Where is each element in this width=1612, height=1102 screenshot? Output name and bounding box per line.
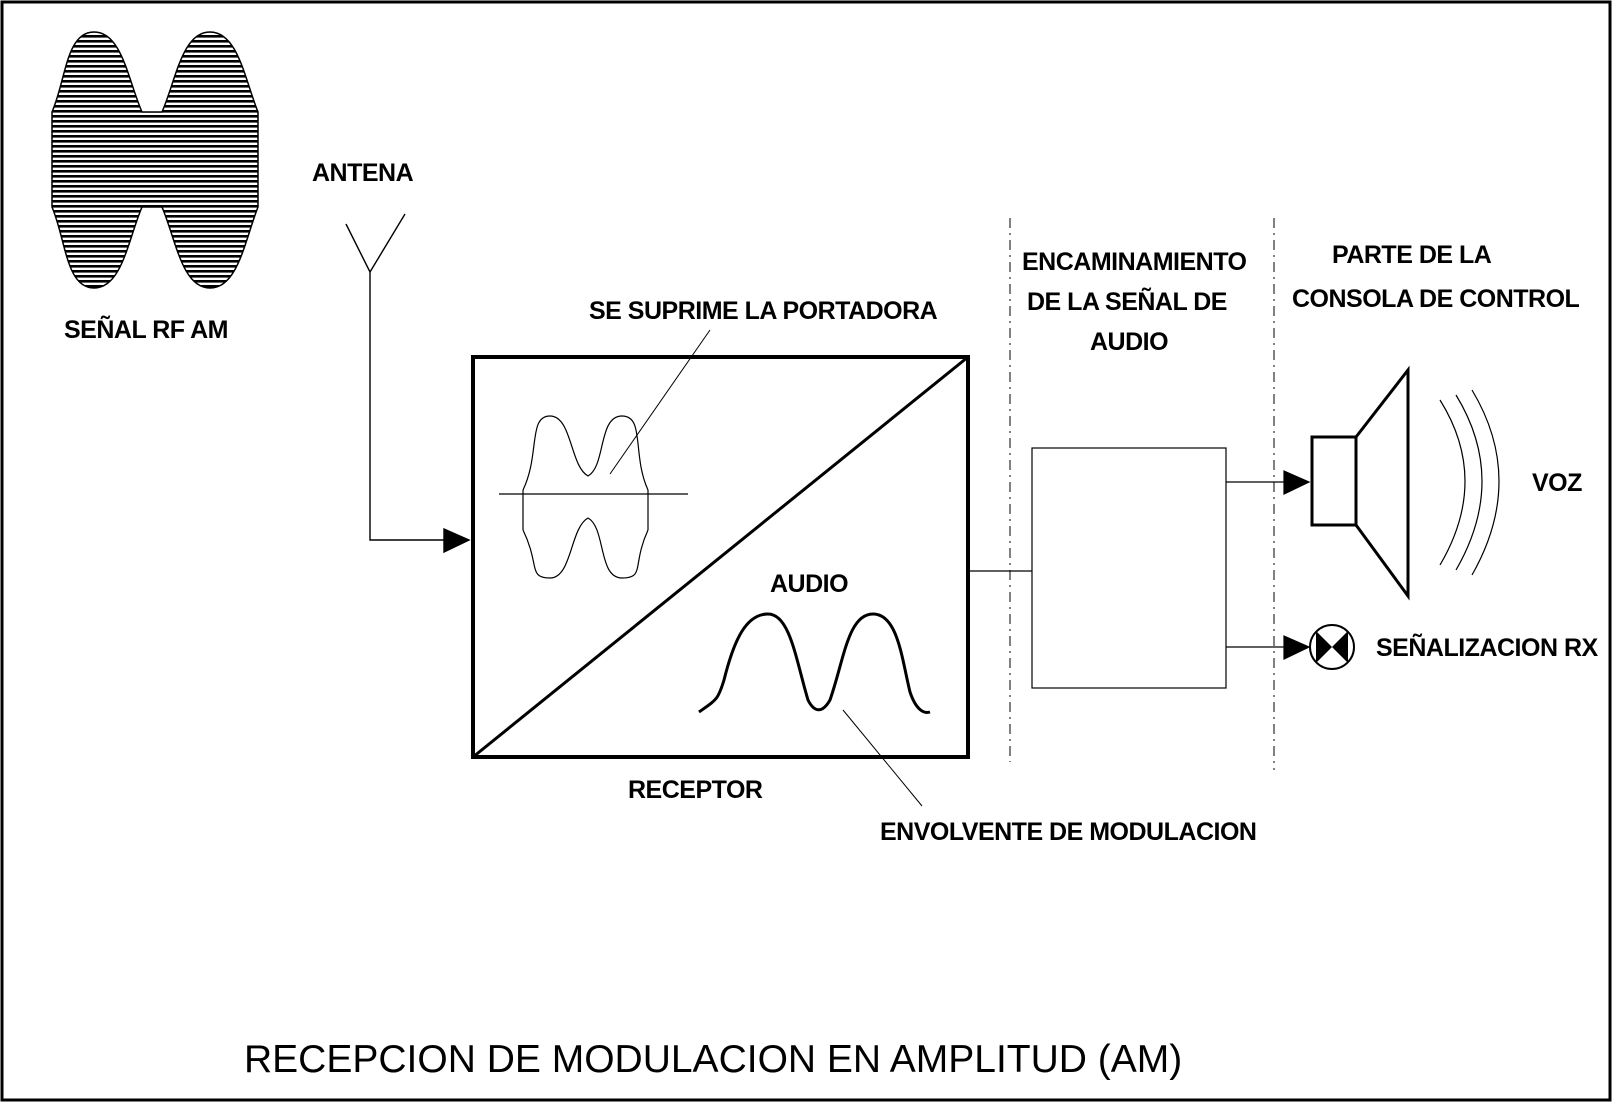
receiver-label: RECEPTOR	[628, 776, 763, 804]
suppressed-carrier-waveform	[499, 415, 688, 579]
sound-waves-icon	[1439, 389, 1500, 576]
envelope-label: ENVOLVENTE DE MODULACION	[880, 818, 1256, 846]
routing-label-line1: ENCAMINAMIENTO	[1022, 248, 1247, 276]
diagram-title: RECEPCION DE MODULACION EN AMPLITUD (AM)	[244, 1038, 1182, 1081]
signaling-feed-arrow	[1226, 635, 1311, 660]
am-rf-signal-graphic	[51, 31, 259, 289]
routing-label-line3: AUDIO	[1090, 328, 1168, 356]
audio-label: AUDIO	[770, 570, 848, 598]
carrier-pointer-line	[609, 329, 711, 475]
carrier-suppressed-label: SE SUPRIME LA PORTADORA	[589, 297, 938, 325]
receiver-box	[471, 355, 970, 759]
signal-lamp-icon	[1309, 624, 1355, 670]
rf-signal-label: SEÑAL RF AM	[64, 314, 228, 344]
console-label-line2: CONSOLA DE CONTROL	[1292, 285, 1580, 313]
routing-label-line2: DE LA SEÑAL DE	[1027, 286, 1227, 316]
console-label-line1: PARTE DE LA	[1332, 241, 1492, 269]
antenna-label: ANTENA	[312, 159, 414, 187]
envelope-pointer-line	[842, 709, 923, 807]
antenna-icon	[345, 213, 471, 554]
speaker-icon	[1310, 365, 1410, 601]
audio-routing-box	[1031, 447, 1227, 689]
voice-label: VOZ	[1532, 469, 1582, 497]
rx-signaling-label: SEÑALIZACION RX	[1376, 632, 1599, 662]
speaker-feed-arrow	[1226, 470, 1311, 495]
audio-envelope-waveform	[698, 612, 931, 714]
